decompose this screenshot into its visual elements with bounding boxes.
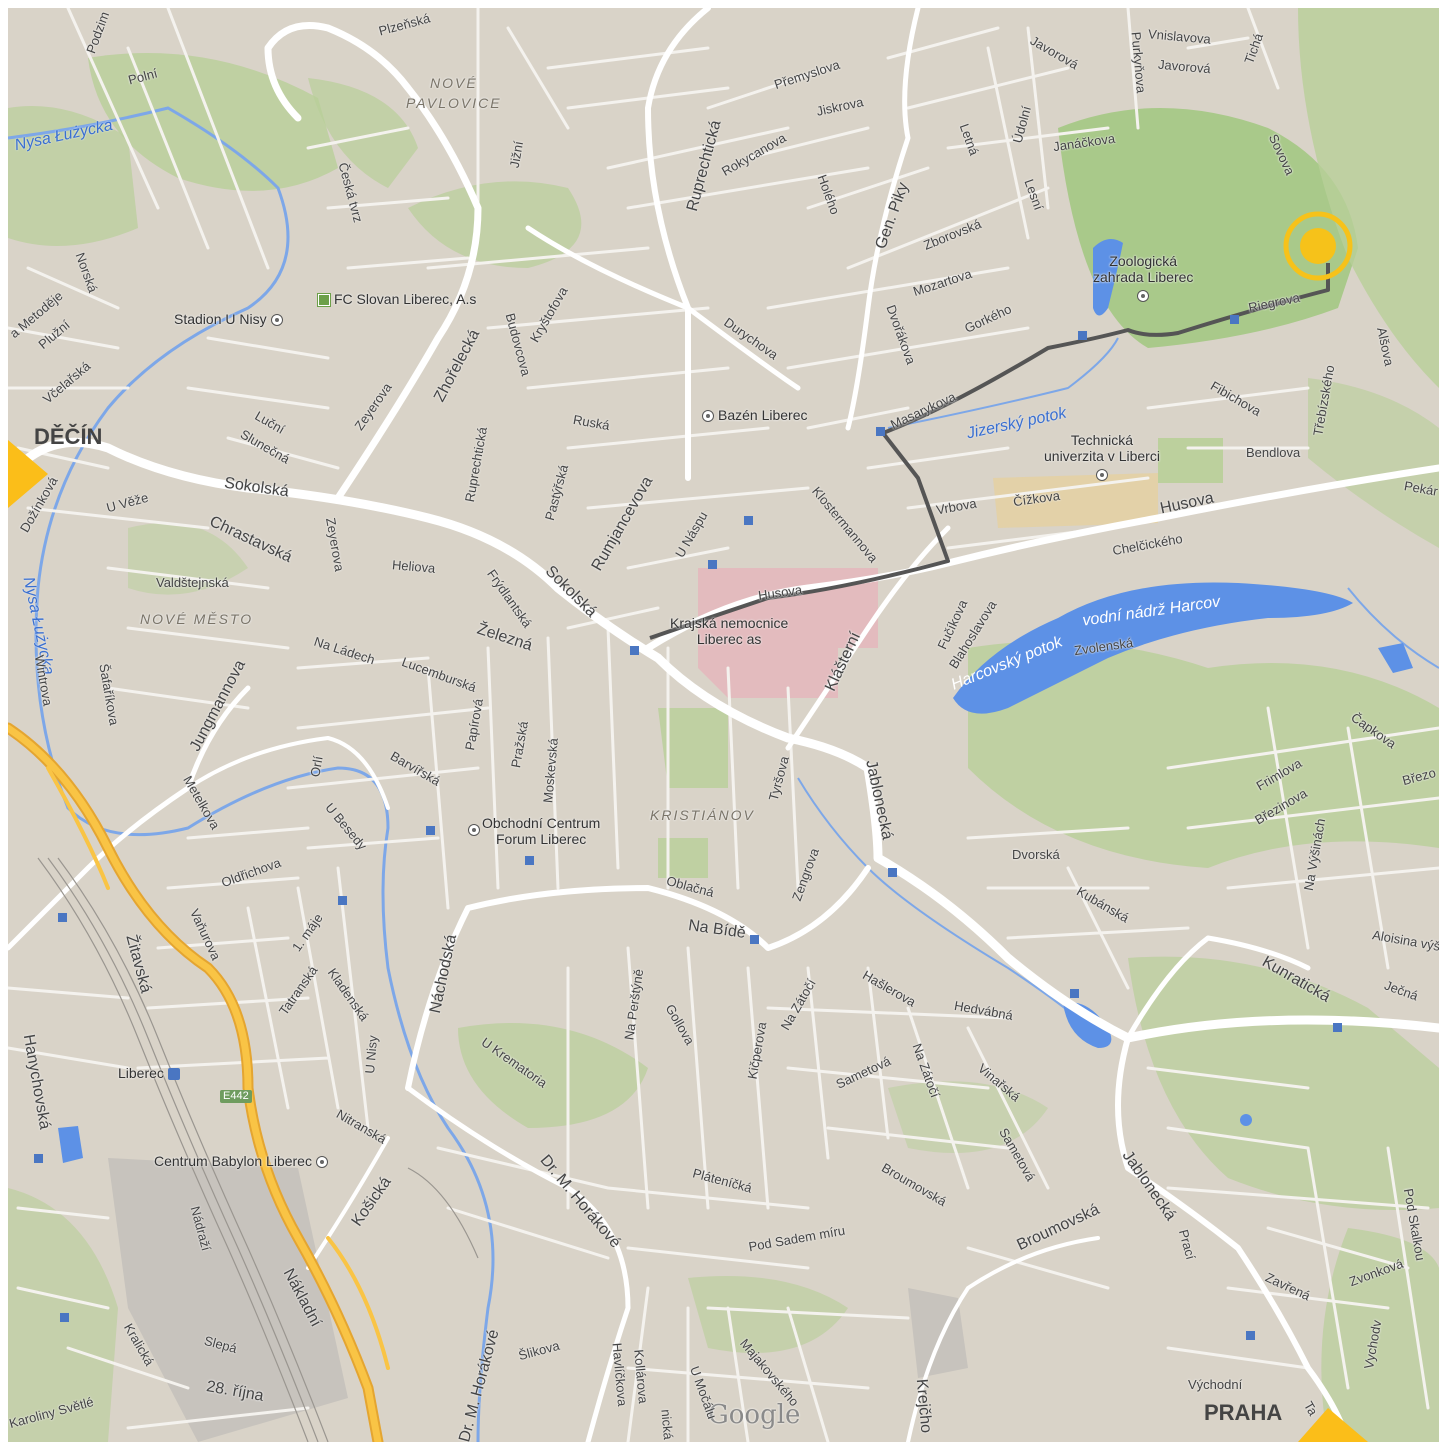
place-icon (1137, 290, 1150, 303)
poi-liberec-station[interactable]: Liberec (118, 1066, 180, 1081)
street-label: Bendlova (1246, 445, 1301, 460)
district-label-nove: NOVÉ (430, 75, 478, 91)
street-label: Východní (1188, 1377, 1243, 1392)
city-label-praha: PRAHA (1204, 1400, 1283, 1425)
shopping-icon (468, 824, 480, 836)
praha-direction-marker[interactable] (1298, 1408, 1368, 1442)
street-label: Krejčho (912, 1378, 935, 1434)
transit-stops (34, 315, 1342, 1340)
map-view[interactable]: DĚČÍN PRAHA NOVÉ PAVLOVICE NOVÉ MĚSTO KR… (8, 8, 1439, 1442)
district-label-kristianov: KRISTIÁNOV (650, 807, 755, 823)
district-label-pavlovice: PAVLOVICE (406, 95, 502, 111)
rivers (8, 106, 1439, 1442)
street-label: U Nisy (362, 1034, 381, 1075)
train-station-icon (167, 1068, 180, 1081)
main-roads (8, 8, 1439, 1442)
street-label: nická (658, 1408, 676, 1441)
street-label: Dvorská (1012, 847, 1060, 862)
city-label-decin: DĚČÍN (34, 424, 103, 449)
map-canvas (8, 8, 1439, 1442)
lakes (58, 239, 1413, 1163)
google-attribution: Google (708, 1400, 801, 1430)
place-icon (702, 410, 714, 423)
destination-marker[interactable] (1283, 211, 1353, 281)
route-line (649, 263, 1330, 640)
poi-centrum-babylon[interactable]: Centrum Babylon Liberec (154, 1154, 332, 1169)
street-label: Orlí (307, 754, 326, 779)
district-label-nove-mesto: NOVÉ MĚSTO (140, 611, 254, 627)
minor-streets (8, 8, 1439, 1442)
place-icon (270, 314, 283, 327)
university-icon (1095, 469, 1108, 482)
highway (8, 722, 390, 1442)
highway-shield-e442: E442 (220, 1090, 252, 1103)
university-area (993, 473, 1158, 528)
place-icon (315, 1156, 328, 1169)
decin-direction-marker[interactable] (8, 440, 48, 508)
street-label: Valdštejnská (156, 575, 229, 590)
stadium-icon (317, 293, 331, 308)
railway (37, 857, 479, 1442)
street-label: Heliova (391, 557, 436, 576)
poi-fc-slovan[interactable]: FC Slovan Liberec, A.s (317, 292, 476, 308)
poi-stadion-u-nisy[interactable]: Stadion U Nisy (174, 312, 287, 327)
poi-bazen-liberec[interactable]: Bazén Liberec (698, 408, 808, 423)
